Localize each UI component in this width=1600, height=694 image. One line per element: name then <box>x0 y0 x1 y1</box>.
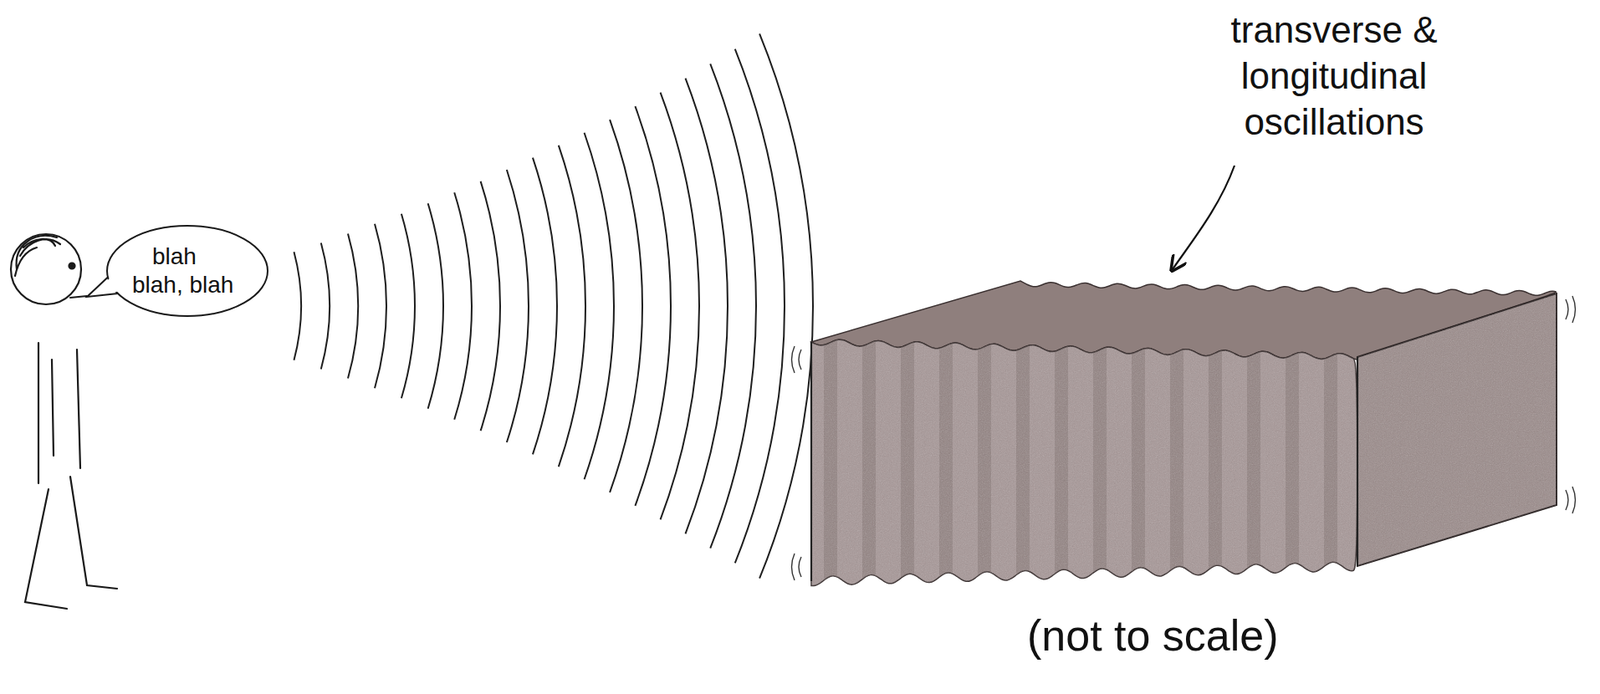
wave-arc <box>480 181 501 431</box>
wave-arc <box>558 145 586 467</box>
slab-side-grain <box>1357 293 1557 567</box>
wave-arc <box>321 243 330 370</box>
wave-arc <box>609 119 643 493</box>
slab <box>792 281 1576 603</box>
wave-arc <box>401 214 415 399</box>
wave-arc <box>428 203 444 409</box>
vibration-mark <box>798 349 802 370</box>
wave-arc <box>454 192 472 420</box>
slab-front-grain <box>811 339 1358 586</box>
slab-edges <box>811 342 1358 582</box>
vibration-mark <box>792 553 796 581</box>
bubble-outline <box>107 225 268 317</box>
vibration-mark <box>792 346 796 374</box>
slab-side <box>1357 293 1557 567</box>
wave-arc <box>710 63 757 548</box>
speech-bubble: blah blah, blah <box>107 225 268 317</box>
wave-arc <box>735 49 785 564</box>
callout-label: transverse & longitudinal oscillations <box>1204 6 1464 145</box>
vibration-mark <box>1565 299 1569 320</box>
wave-arc <box>759 33 813 578</box>
sound-waves <box>293 33 813 578</box>
bubble-tail-fill <box>86 277 122 297</box>
wave-arc <box>506 169 529 443</box>
vibration-mark <box>1565 490 1569 511</box>
hair <box>15 235 61 277</box>
slab-front <box>811 339 1358 586</box>
bubble-tail <box>86 277 118 297</box>
head <box>10 234 82 305</box>
legs <box>25 476 118 609</box>
vibration-marks <box>792 296 1576 581</box>
vibration-mark <box>1572 296 1576 323</box>
wave-arc <box>374 224 387 389</box>
torso <box>38 342 81 484</box>
wave-arc <box>660 92 700 521</box>
eye <box>69 263 76 270</box>
vibration-mark <box>798 557 802 578</box>
stripe <box>1362 317 1376 603</box>
wave-arc <box>584 132 614 481</box>
vibration-mark <box>1572 486 1576 514</box>
wave-arc <box>293 251 302 360</box>
speech-text: blah blah, blah <box>132 242 243 299</box>
wave-arc <box>347 233 358 379</box>
leader-arrow <box>1172 165 1235 270</box>
bubble-ellipse <box>107 225 268 317</box>
wave-arc <box>634 106 671 507</box>
wave-arc <box>532 158 558 455</box>
mouth <box>70 296 87 298</box>
scale-note: (not to scale) <box>1027 608 1279 664</box>
